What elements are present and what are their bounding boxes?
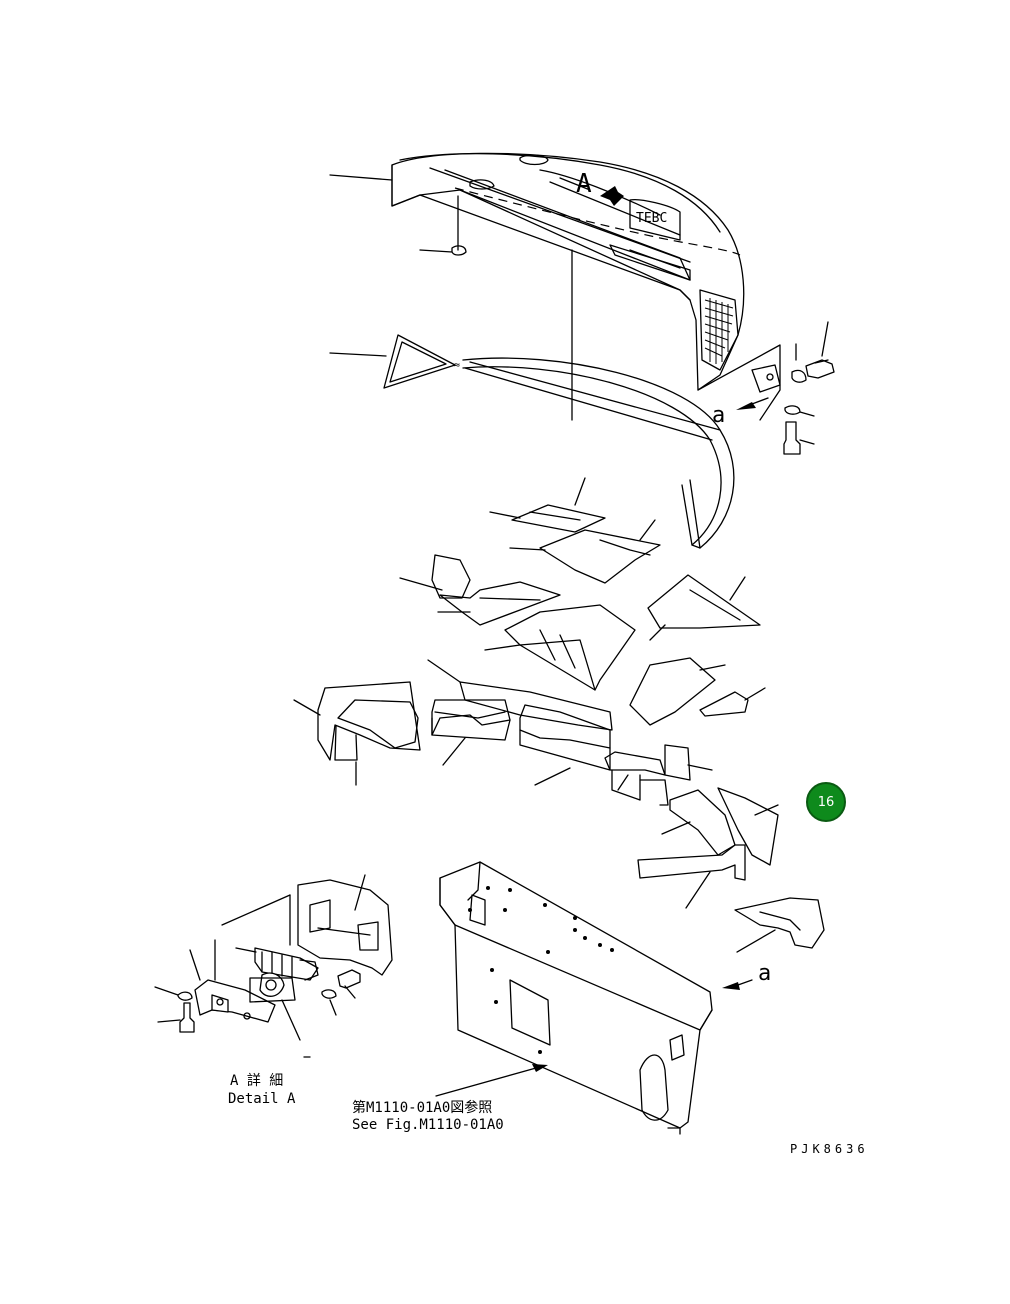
view-ref-a-top: a [712,403,725,428]
page-badge-label: 16 [817,794,835,810]
view-a-label: A [576,169,592,199]
insulation-pads [399,477,766,726]
drawing-number: PJK8636 [790,1142,869,1156]
detail-a-en-label: Detail A [228,1091,296,1107]
main-panel: a 第M1110-01A0図参照 See Fig.M1110-01A0 [352,861,771,1135]
view-ref-a-bottom: a [758,961,771,986]
page-badge[interactable]: 16 [806,782,846,822]
lower-insulation [293,659,825,953]
detail-a-assembly: A 詳 細 Detail A [154,874,393,1107]
bracket-assembly: a [697,321,835,455]
gasket-seal: ≈ [329,334,735,549]
detail-a-jp-label: A 詳 細 [230,1073,283,1089]
hood-cover: TEBC A [329,152,745,391]
fig-ref-en-label: See Fig.M1110-01A0 [352,1117,504,1133]
svg-text:≈: ≈ [454,360,460,371]
svg-text:TEBC: TEBC [636,211,667,226]
fig-ref-jp-label: 第M1110-01A0図参照 [352,1099,492,1116]
